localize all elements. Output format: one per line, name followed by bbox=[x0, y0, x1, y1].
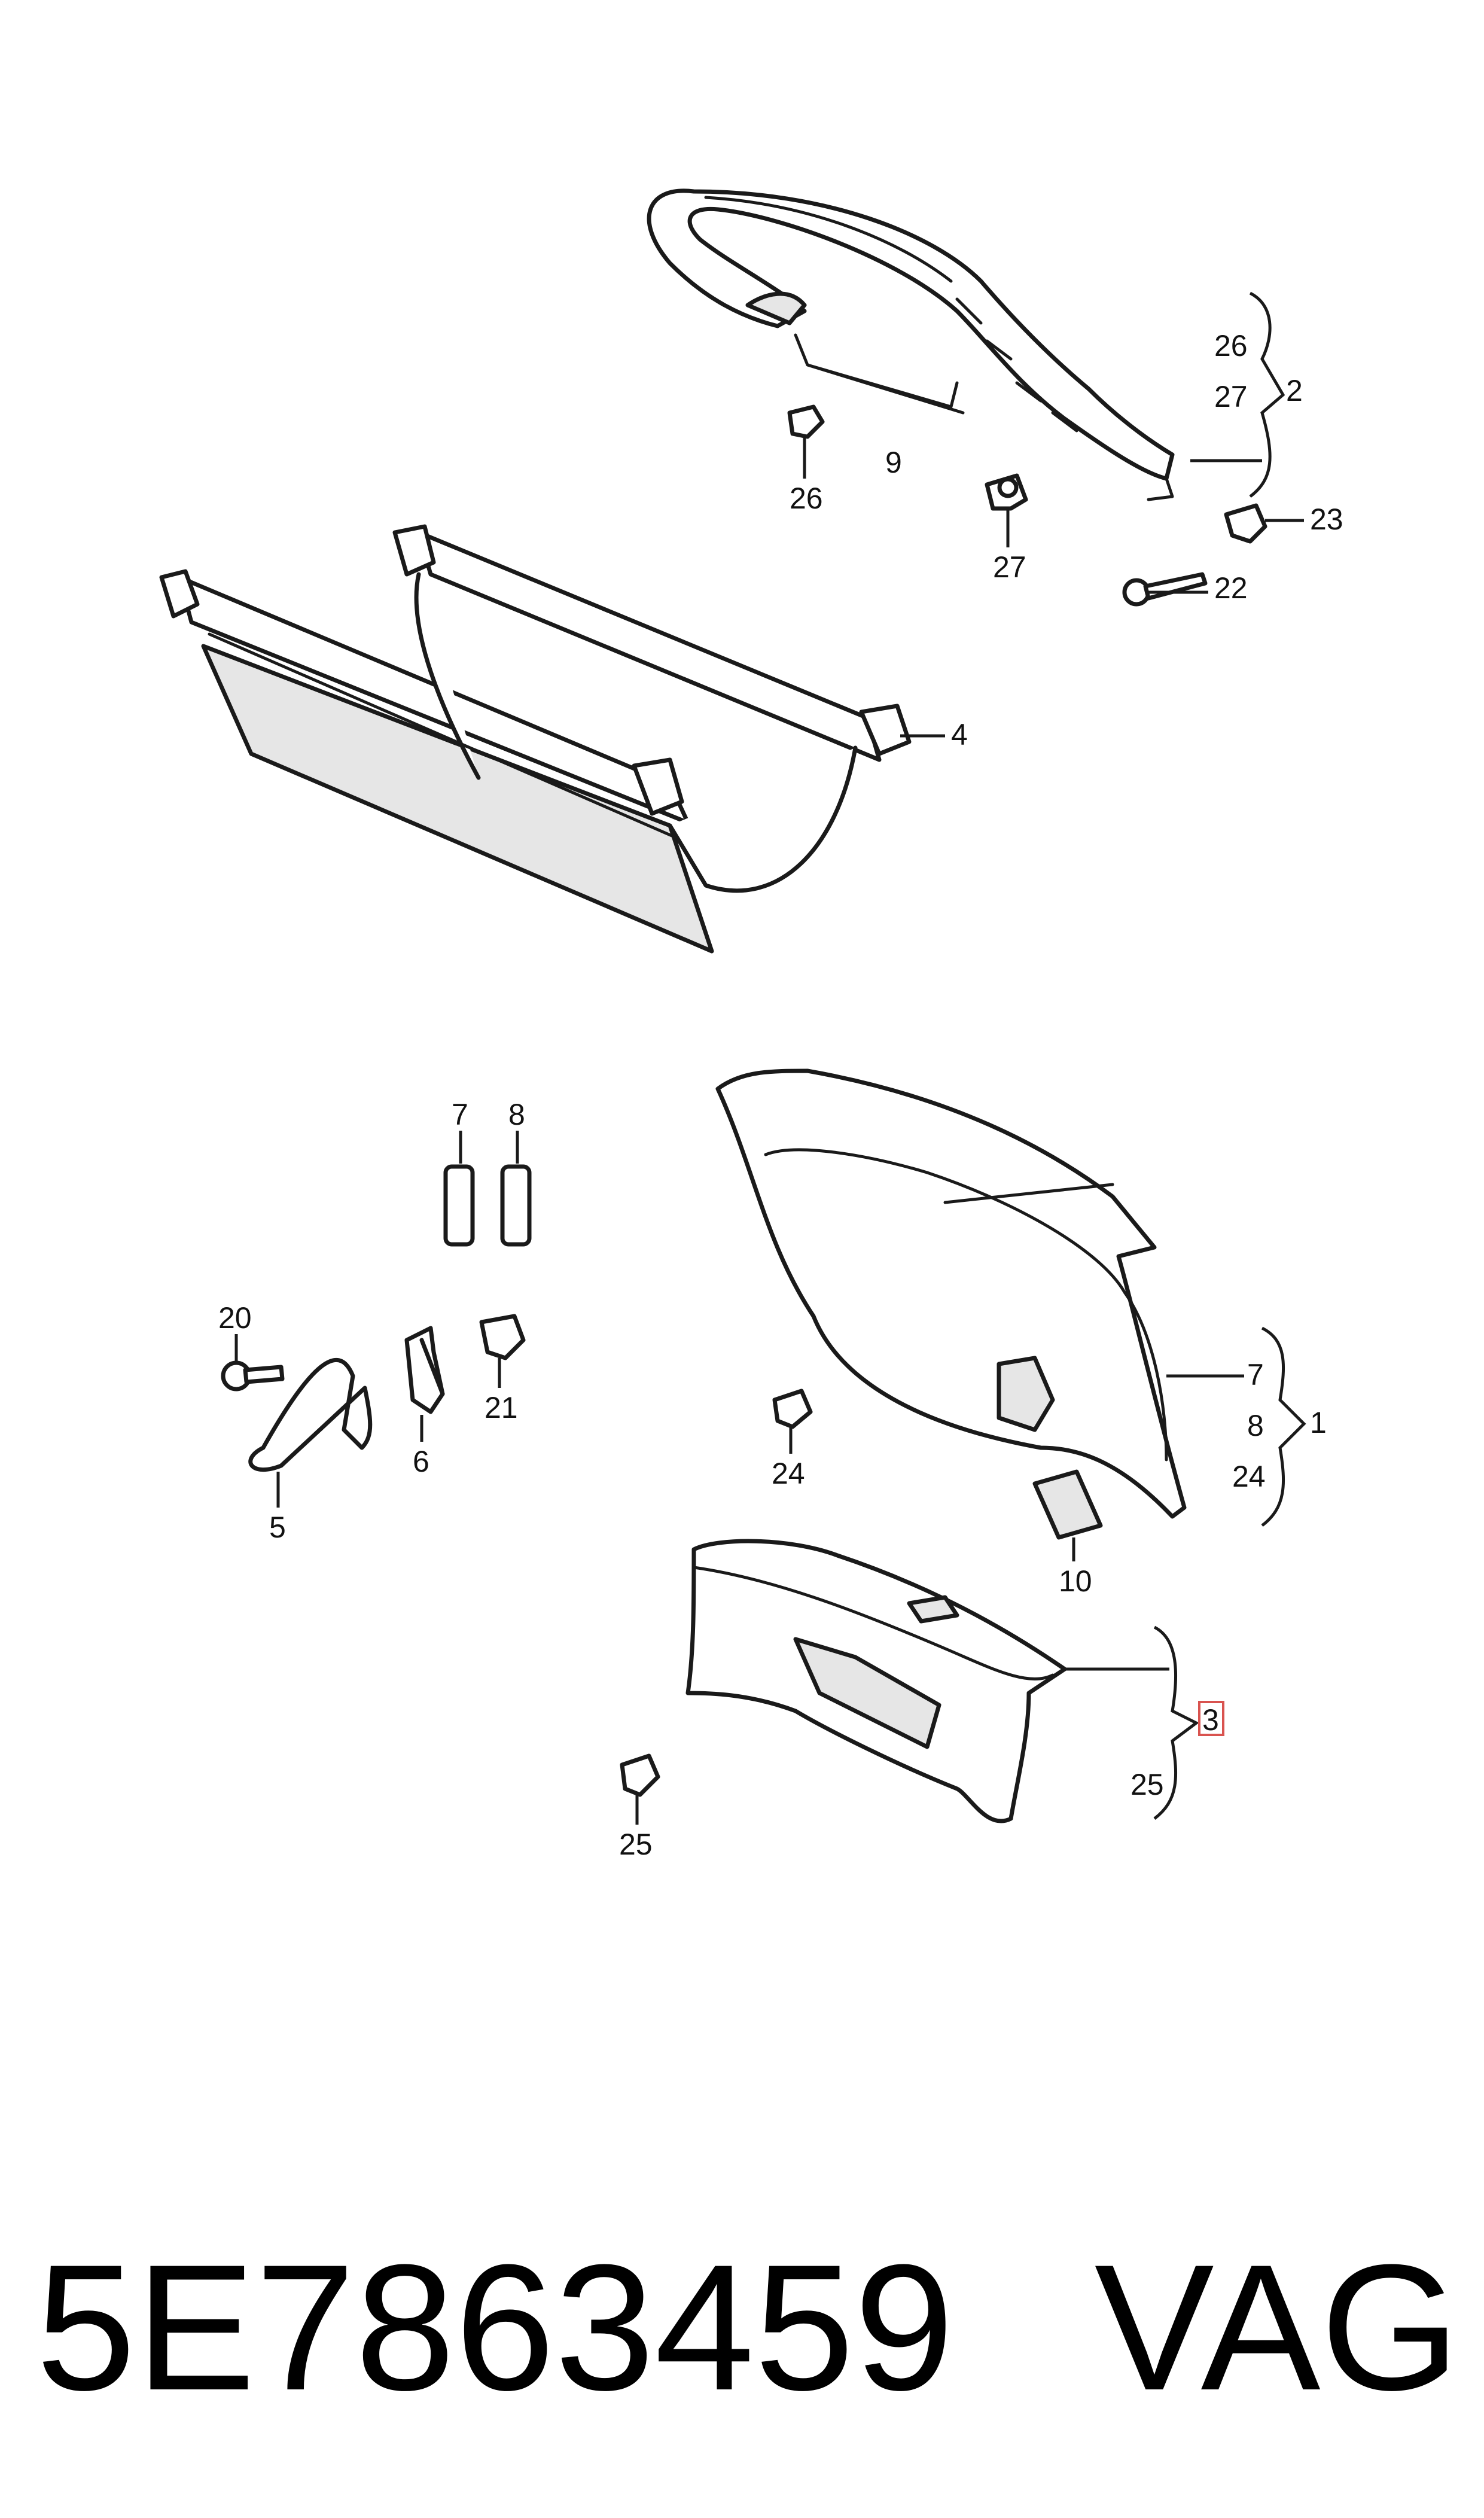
part-8-pad bbox=[500, 1131, 532, 1247]
bracket-1 bbox=[1261, 1326, 1306, 1527]
part-2-upper-trim-frame bbox=[647, 188, 1175, 501]
part-1-tailgate-upper-trim bbox=[715, 1068, 1244, 1519]
bracket-2 bbox=[1249, 291, 1285, 498]
callout-25-clip: 25 bbox=[619, 1828, 653, 1861]
part-25-clip bbox=[620, 1753, 660, 1825]
exploded-parts-diagram: 26 27 2 9 26 27 23 22 4 7 8 7 8 1 24 20 … bbox=[159, 188, 1343, 1861]
callout-27-upper: 27 bbox=[1214, 380, 1248, 413]
part-24-clip-lower bbox=[772, 1389, 813, 1454]
callout-25-bracket: 25 bbox=[1130, 1768, 1164, 1801]
part-3-tailgate-lower-trim bbox=[685, 1539, 1169, 1823]
callout-21: 21 bbox=[484, 1391, 518, 1424]
callout-8-bracket: 8 bbox=[1247, 1409, 1264, 1442]
callout-20: 20 bbox=[218, 1301, 252, 1335]
callout-26-upper: 26 bbox=[1214, 329, 1248, 363]
part-number: 5E7863459 bbox=[36, 2227, 954, 2428]
callout-23: 23 bbox=[1310, 503, 1343, 536]
part-21-clip bbox=[479, 1314, 526, 1388]
callout-24-bracket: 24 bbox=[1232, 1460, 1266, 1493]
callout-6: 6 bbox=[413, 1445, 429, 1478]
callout-5: 5 bbox=[269, 1511, 286, 1544]
part-20-screw bbox=[221, 1334, 285, 1392]
callout-7-pad: 7 bbox=[452, 1098, 468, 1131]
callout-9: 9 bbox=[885, 446, 902, 479]
part-4-luggage-cover-roller bbox=[159, 524, 945, 954]
callout-4: 4 bbox=[951, 718, 968, 751]
part-26-clip-upper bbox=[787, 404, 825, 479]
highlight-box-3 bbox=[1198, 1701, 1224, 1736]
part-23-clip bbox=[1224, 503, 1304, 544]
part-10-pad bbox=[1032, 1469, 1103, 1561]
callout-3: 3 bbox=[1202, 1703, 1219, 1737]
callout-24-clip: 24 bbox=[772, 1457, 805, 1490]
part-6-hook bbox=[404, 1326, 445, 1442]
part-7-pad bbox=[443, 1131, 475, 1247]
callout-10: 10 bbox=[1059, 1564, 1092, 1598]
bracket-3 bbox=[1153, 1625, 1199, 1820]
callout-1: 1 bbox=[1310, 1406, 1327, 1439]
callout-26-clip: 26 bbox=[790, 482, 823, 515]
callout-22: 22 bbox=[1214, 571, 1248, 605]
brand-label: VAG bbox=[1094, 2227, 1460, 2428]
part-22-screw bbox=[1122, 572, 1208, 607]
callout-2: 2 bbox=[1286, 374, 1303, 407]
part-5-strap bbox=[248, 1357, 373, 1508]
part-9-seal-strip bbox=[794, 333, 965, 415]
callout-8-pad: 8 bbox=[508, 1098, 525, 1131]
callout-7-bracket: 7 bbox=[1247, 1358, 1264, 1392]
footer: 5E7863459 VAG bbox=[0, 2202, 1484, 2453]
callout-27-plug: 27 bbox=[993, 550, 1026, 584]
part-27-plug bbox=[985, 473, 1028, 547]
